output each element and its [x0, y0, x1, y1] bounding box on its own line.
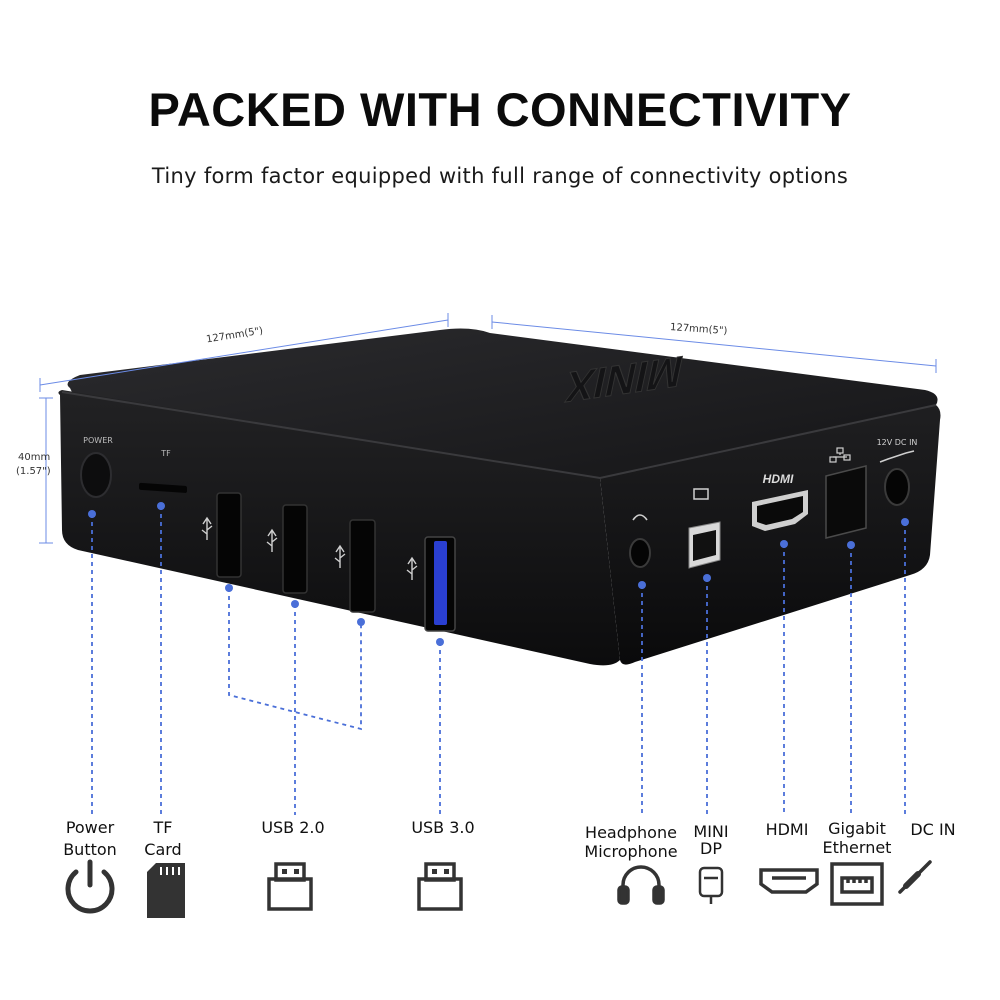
- callout-lines: [91, 506, 906, 815]
- dc-print: 12V DC IN: [877, 438, 918, 447]
- dimension-height-line2: (1.57"): [16, 466, 51, 477]
- device-usb2-port-1: [216, 492, 242, 578]
- hdmi-icon: [759, 868, 819, 894]
- hdmi-print: HDMI: [763, 472, 794, 486]
- tf-print: TF: [160, 449, 171, 458]
- device-usb2-port-3: [349, 519, 376, 613]
- label-usb2: USB 2.0: [261, 818, 325, 837]
- power-print: POWER: [83, 436, 113, 445]
- device-headphone-jack: [629, 538, 651, 568]
- page-title: PACKED WITH CONNECTIVITY: [148, 83, 852, 136]
- label-dc-in: DC IN: [910, 820, 956, 839]
- mini-dp-icon: [698, 866, 724, 904]
- device-usb2-port-2: [282, 504, 308, 594]
- page-subtitle: Tiny form factor equipped with full rang…: [151, 164, 849, 188]
- device-power-button: [80, 452, 112, 498]
- ethernet-icon: [830, 862, 884, 906]
- device-dc-jack: [884, 468, 910, 506]
- label-usb3: USB 3.0: [411, 818, 475, 837]
- usb-plug-icon-usb2: [267, 862, 313, 911]
- sd-card-icon: [147, 863, 185, 918]
- dimension-height-line1: 40mm: [18, 452, 51, 463]
- headphone-icon: [617, 865, 665, 905]
- power-icon: [65, 859, 115, 914]
- device-ethernet-port: [825, 465, 867, 539]
- device-top-face: [67, 328, 938, 478]
- callout-dots: [88, 502, 909, 646]
- device-tf-slot: [139, 482, 187, 493]
- dc-plug-icon: [898, 860, 932, 894]
- label-hdmi: HDMI: [765, 820, 809, 839]
- usb-print-glyphs: [201, 516, 418, 580]
- dimension-lines: [39, 313, 937, 544]
- usb-plug-icon-usb3: [417, 862, 463, 911]
